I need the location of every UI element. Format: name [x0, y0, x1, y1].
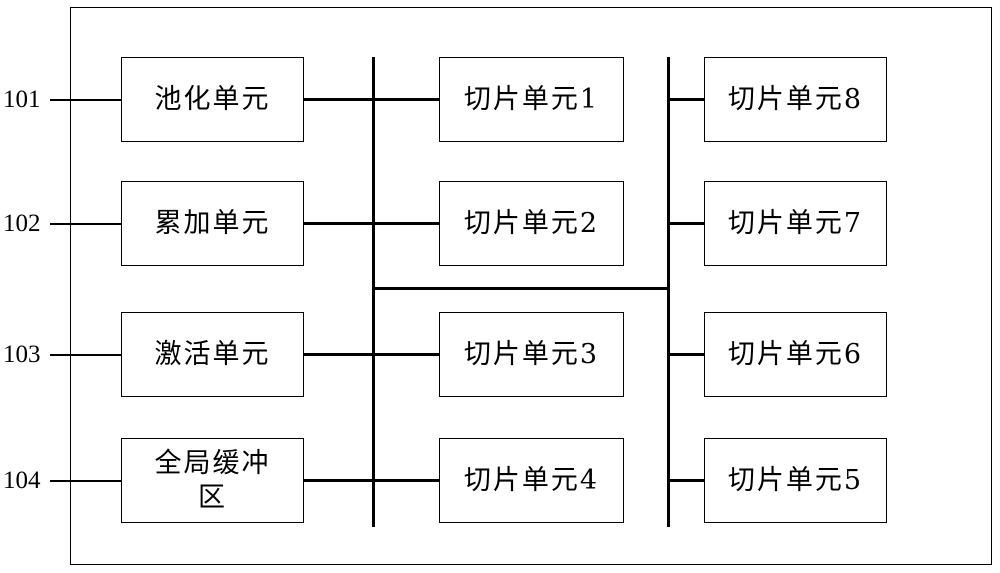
connector-right-row-1: [667, 98, 705, 101]
connector-row-2: [304, 222, 440, 225]
slice-unit-4-box: 切片单元4: [439, 438, 624, 523]
connector-right-row-2: [667, 222, 705, 225]
connector-right-row-3: [667, 353, 705, 356]
leader-line-104: [50, 480, 122, 482]
system-frame: [70, 7, 992, 565]
connector-row-3: [304, 353, 440, 356]
slice-unit-6-box: 切片单元6: [704, 312, 887, 397]
connector-right-row-4: [667, 479, 705, 482]
connector-row-4: [304, 479, 440, 482]
pooling-unit-box: 池化单元: [121, 57, 304, 142]
leader-line-101: [50, 99, 122, 101]
slice-unit-1-box: 切片单元1: [439, 57, 624, 142]
leader-line-102: [50, 223, 122, 225]
accumulation-unit-box: 累加单元: [121, 181, 304, 266]
ref-label-101: 101: [3, 86, 41, 113]
ref-label-103: 103: [3, 341, 41, 368]
right-bus-line: [667, 57, 670, 527]
bus-interconnect-line: [372, 287, 670, 290]
slice-unit-7-box: 切片单元7: [704, 181, 887, 266]
ref-label-102: 102: [3, 210, 41, 237]
connector-row-1: [304, 98, 440, 101]
slice-unit-3-box: 切片单元3: [439, 312, 624, 397]
slice-unit-5-box: 切片单元5: [704, 438, 887, 523]
slice-unit-8-box: 切片单元8: [704, 57, 887, 142]
global-buffer-box: 全局缓冲区: [121, 438, 304, 523]
ref-label-104: 104: [3, 467, 41, 494]
activation-unit-box: 激活单元: [121, 312, 304, 397]
slice-unit-2-box: 切片单元2: [439, 181, 624, 266]
left-bus-line: [372, 57, 375, 527]
leader-line-103: [50, 354, 122, 356]
